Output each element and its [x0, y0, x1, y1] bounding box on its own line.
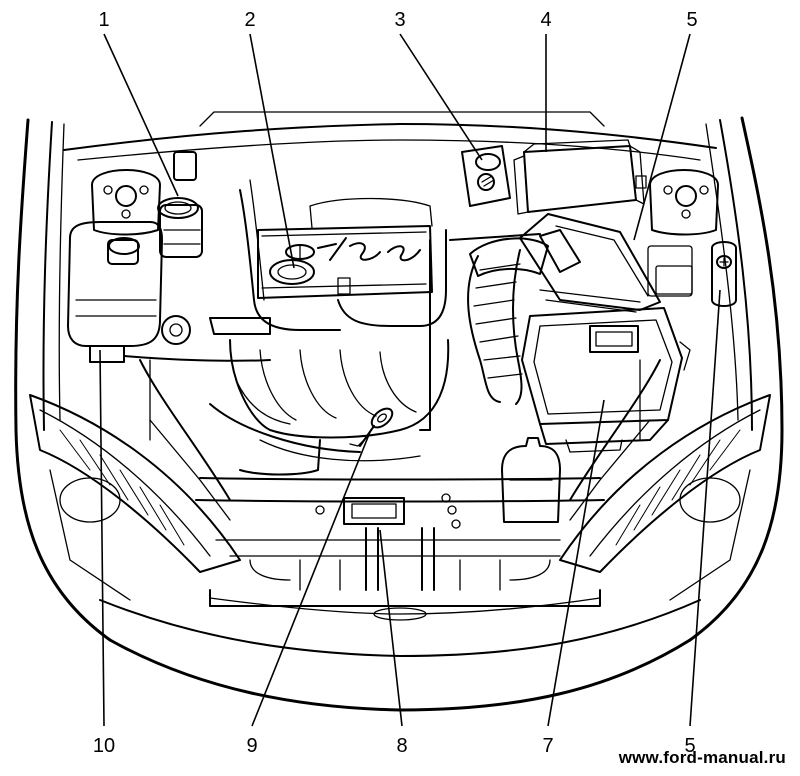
air-intake-hose [467, 237, 549, 405]
leader-1 [103, 33, 179, 197]
callout-4: 4 [540, 9, 551, 31]
leader-2 [249, 33, 295, 269]
power-steering-reservoir [461, 145, 511, 207]
callout-9: 9 [246, 735, 257, 757]
coolant-expansion-tank [67, 221, 271, 363]
leader-10 [99, 349, 105, 727]
brake-fluid-reservoir [157, 151, 203, 258]
callout-10: 10 [93, 735, 115, 757]
left-headlamp [29, 394, 241, 601]
callout-8: 8 [396, 735, 407, 757]
battery [521, 307, 691, 453]
small-fluid-cap [711, 241, 737, 307]
leader-3 [399, 33, 483, 161]
leader-5-top [633, 33, 691, 241]
leader-5-bottom [689, 289, 721, 727]
watermark-url: www.ford-manual.ru [618, 748, 786, 767]
intake-manifold [209, 179, 541, 476]
callout-5-top: 5 [686, 9, 697, 31]
left-strut-tower [91, 169, 161, 236]
callout-5-bottom: 5 [684, 735, 695, 757]
air-filter-housing [519, 213, 693, 313]
bonnet-latch [343, 497, 405, 525]
leader-9 [251, 431, 371, 727]
side-members [139, 359, 661, 521]
fuse-box [513, 139, 647, 215]
right-strut-tower [649, 169, 719, 236]
callout-7: 7 [542, 735, 553, 757]
leader-7 [547, 399, 605, 727]
callout-2: 2 [244, 9, 255, 31]
callout-1: 1 [98, 9, 109, 31]
oil-dipstick [349, 407, 394, 447]
body-outline [14, 111, 784, 712]
callout-numbers: 1 2 3 4 5 10 9 8 7 5 [93, 9, 698, 757]
leader-lines [99, 33, 721, 727]
leader-8 [379, 529, 403, 727]
radiator-support [195, 477, 605, 591]
oil-filler-cap [269, 259, 315, 285]
callout-3: 3 [394, 9, 405, 31]
right-headlamp [559, 394, 771, 601]
engine-cover [257, 197, 433, 299]
